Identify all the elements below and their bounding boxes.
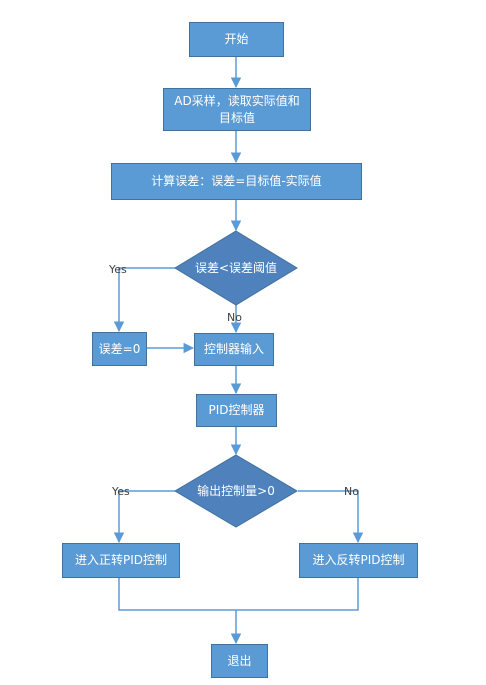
node-ad-read: AD采样，读取实际值和 目标值 [163,88,311,131]
edge-label-threshold-no: No [227,311,242,324]
edge-output-no-to-reverse [298,490,364,544]
decision-output-text: 输出控制量>0 [197,484,275,498]
node-reverse-pid: 进入反转PID控制 [299,543,418,578]
node-forward-pid: 进入正转PID控制 [62,543,180,578]
edge-forward-merge [118,578,359,611]
node-controller-input: 控制器输入 [194,333,274,366]
edge-output-yes-to-forward [113,490,175,544]
edge-label-threshold-yes: Yes [109,263,127,276]
edge-decision-yes-to-zero [113,267,178,333]
decision-threshold-text: 误差<误差阈值 [194,261,278,275]
decision-diamond-output [174,454,298,528]
node-pid-controller: PID控制器 [196,394,277,427]
edge-label-output-no: No [344,485,359,498]
node-exit: 退出 [211,644,268,678]
node-error-zero: 误差=0 [92,332,147,366]
edge-label-output-yes: Yes [112,485,130,498]
node-calc-error: 计算误差：误差=目标值-实际值 [111,163,362,200]
node-start: 开始 [189,22,284,57]
decision-diamond-threshold [174,230,298,306]
